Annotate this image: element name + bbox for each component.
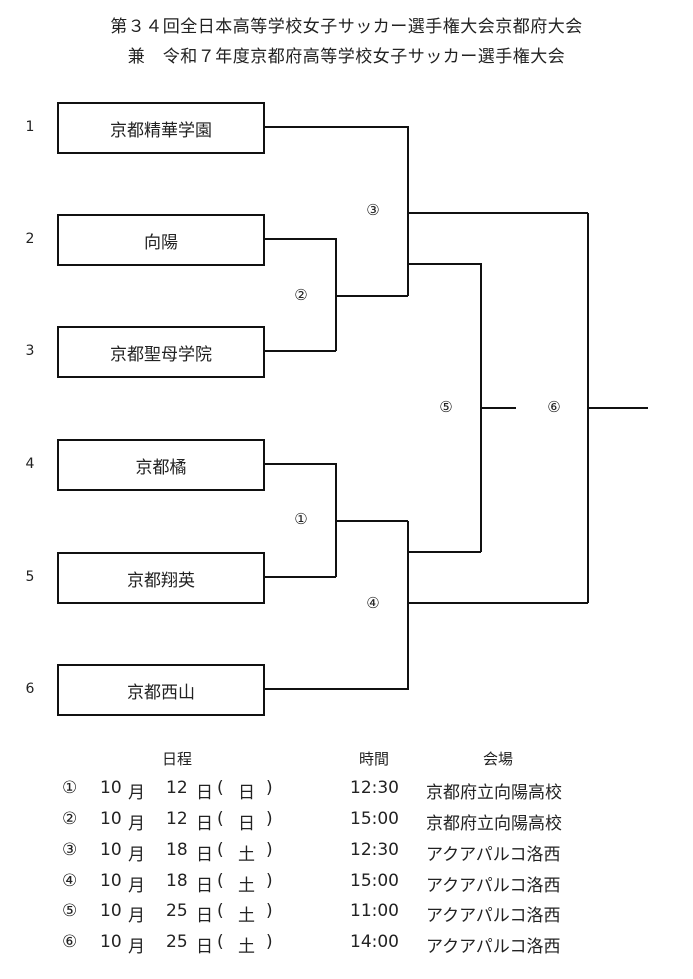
seed-number: 3 (25, 343, 35, 359)
schedule-day-unit: 日 (196, 783, 213, 803)
schedule-day-unit: 日 (196, 814, 213, 834)
schedule-month: 10 (100, 932, 122, 952)
seed-number: 6 (25, 681, 35, 697)
schedule-time: 14:00 (350, 932, 399, 952)
match-label-4: ④ (366, 594, 380, 612)
schedule-time: 12:30 (350, 778, 399, 798)
schedule-day: 18 (166, 840, 188, 860)
schedule-weekday: 日 (238, 783, 255, 803)
schedule-match-number: ② (62, 809, 78, 829)
schedule-paren-close: ) (266, 901, 273, 921)
bracket-line-m3-out (408, 263, 482, 552)
schedule-paren-open: ( (217, 778, 224, 798)
bracket-line-team4 (263, 463, 337, 577)
schedule-month: 10 (100, 840, 122, 860)
schedule-match-number: ④ (62, 871, 78, 891)
schedule-match-number: ⑤ (62, 901, 78, 921)
schedule-day-unit: 日 (196, 845, 213, 865)
schedule-row: ③ 10 月 18 日( 土) 12:30 アクアパルコ洛西 (0, 840, 693, 865)
schedule-paren-open: ( (217, 932, 224, 952)
schedule-weekday: 土 (238, 845, 255, 865)
schedule-month-unit: 月 (128, 876, 145, 896)
schedule-paren-close: ) (266, 840, 273, 860)
schedule-match-number: ① (62, 778, 78, 798)
schedule-month: 10 (100, 901, 122, 921)
schedule-day: 25 (166, 932, 188, 952)
match-label-5: ⑤ (439, 398, 453, 416)
schedule-match-number: ⑥ (62, 932, 78, 952)
title-line-1: 第３４回全日本高等学校女子サッカー選手権大会京都府大会 (110, 17, 583, 37)
bracket-line-team6 (263, 521, 409, 690)
schedule-weekday: 土 (238, 906, 255, 926)
schedule-weekday: 土 (238, 937, 255, 957)
schedule-paren-open: ( (217, 901, 224, 921)
schedule-month-unit: 月 (128, 937, 145, 957)
seed-number: 5 (25, 569, 35, 585)
schedule-venue: 京都府立向陽高校 (426, 783, 562, 803)
team-box: 向陽 (57, 214, 265, 266)
schedule-paren-close: ) (266, 871, 273, 891)
seed-number: 2 (25, 231, 35, 247)
schedule-header-venue: 会場 (483, 750, 514, 768)
schedule-paren-open: ( (217, 809, 224, 829)
schedule-day-unit: 日 (196, 906, 213, 926)
schedule-header-date: 日程 (162, 750, 193, 768)
schedule-venue: アクアパルコ洛西 (426, 876, 561, 896)
seed-number: 1 (25, 119, 35, 135)
schedule-day: 18 (166, 871, 188, 891)
schedule-time: 12:30 (350, 840, 399, 860)
schedule-month: 10 (100, 809, 122, 829)
schedule-time: 15:00 (350, 809, 399, 829)
schedule-month-unit: 月 (128, 783, 145, 803)
match-label-1: ① (294, 510, 308, 528)
schedule-venue: アクアパルコ洛西 (426, 845, 561, 865)
bracket-line-team1 (263, 126, 409, 296)
schedule-row: ⑤ 10 月 25 日( 土) 11:00 アクアパルコ洛西 (0, 901, 693, 926)
schedule-month: 10 (100, 871, 122, 891)
schedule-month-unit: 月 (128, 845, 145, 865)
schedule-paren-open: ( (217, 840, 224, 860)
seed-number: 4 (25, 456, 35, 472)
team-box: 京都橘 (57, 439, 265, 491)
schedule-venue: アクアパルコ洛西 (426, 937, 561, 957)
match-label-6: ⑥ (547, 398, 561, 416)
schedule-row: ④ 10 月 18 日( 土) 15:00 アクアパルコ洛西 (0, 871, 693, 896)
schedule-day: 12 (166, 778, 188, 798)
schedule-weekday: 日 (238, 814, 255, 834)
schedule-paren-close: ) (266, 932, 273, 952)
team-box: 京都聖母学院 (57, 326, 265, 378)
schedule-venue: 京都府立向陽高校 (426, 814, 562, 834)
team-box: 京都精華学園 (57, 102, 265, 154)
team-box: 京都西山 (57, 664, 265, 716)
schedule-weekday: 土 (238, 876, 255, 896)
schedule-day-unit: 日 (196, 937, 213, 957)
schedule-paren-close: ) (266, 809, 273, 829)
schedule-time: 15:00 (350, 871, 399, 891)
team-box: 京都翔英 (57, 552, 265, 604)
schedule-day: 12 (166, 809, 188, 829)
bracket-lines (263, 126, 648, 690)
schedule-paren-open: ( (217, 871, 224, 891)
schedule-month: 10 (100, 778, 122, 798)
match-label-3: ③ (366, 201, 380, 219)
match-label-2: ② (294, 286, 308, 304)
schedule-day: 25 (166, 901, 188, 921)
schedule-month-unit: 月 (128, 814, 145, 834)
bracket-line-team2 (263, 238, 337, 351)
schedule-match-number: ③ (62, 840, 78, 860)
schedule-time: 11:00 (350, 901, 399, 921)
schedule-month-unit: 月 (128, 906, 145, 926)
schedule-day-unit: 日 (196, 876, 213, 896)
schedule-header-time: 時間 (359, 750, 390, 768)
schedule-venue: アクアパルコ洛西 (426, 906, 561, 926)
schedule-row: ⑥ 10 月 25 日( 土) 14:00 アクアパルコ洛西 (0, 932, 693, 957)
schedule-paren-close: ) (266, 778, 273, 798)
title-line-2: 兼 令和７年度京都府高等学校女子サッカー選手権大会 (127, 47, 566, 67)
